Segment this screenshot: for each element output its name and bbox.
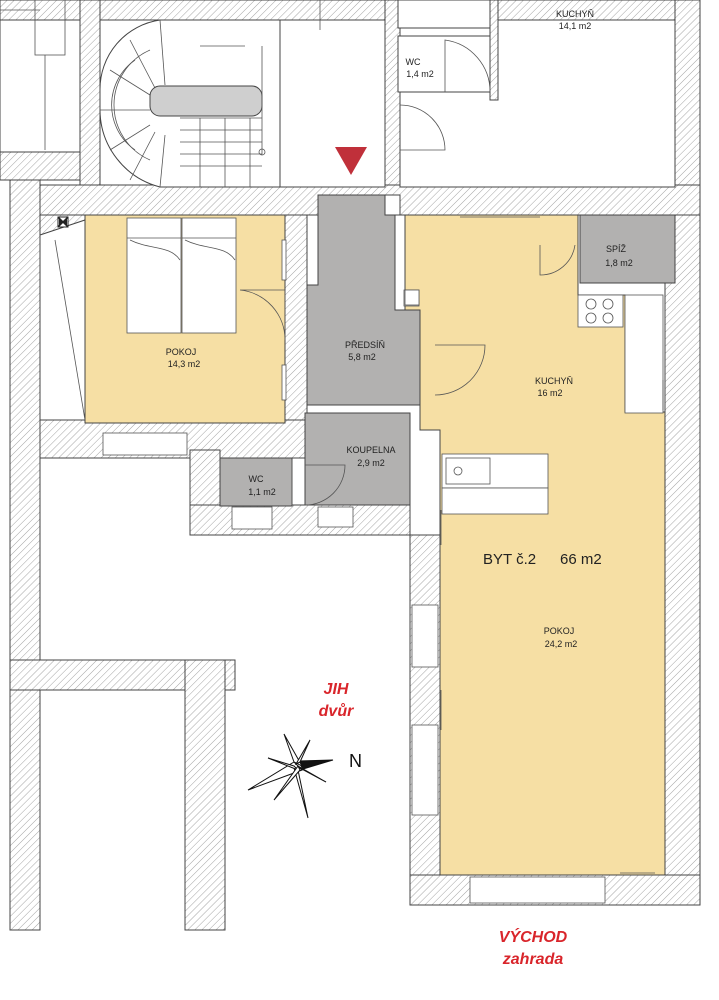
east-label: VÝCHOD (499, 927, 568, 946)
label-koupelna-name: KOUPELNA (346, 445, 395, 455)
label-wc-upper-name: WC (406, 57, 421, 67)
upper-wc (397, 35, 491, 93)
apartment-area: 66 m2 (560, 551, 602, 568)
living-rooms (39, 214, 666, 904)
label-pokoj-east-name: POKOJ (544, 626, 575, 636)
south-label: JIH (324, 681, 349, 698)
south-sublabel: dvůr (319, 703, 354, 720)
room-koupelna (304, 412, 411, 506)
label-spiz-area: 1,8 m2 (605, 258, 633, 268)
east-sublabel: zahrada (502, 951, 564, 968)
label-kuchyn-area: 16 m2 (537, 388, 562, 398)
entrance-arrow-icon (335, 147, 367, 175)
north-letter: N (349, 751, 362, 771)
label-kuchyn-upper-name: KUCHYŇ (556, 9, 594, 19)
label-wc-name: WC (249, 474, 264, 484)
label-predsin-area: 5,8 m2 (348, 352, 376, 362)
label-predsin-name: PŘEDSÍŇ (345, 340, 385, 350)
room-wc (219, 457, 293, 507)
label-kuchyn-name: KUCHYŇ (535, 376, 573, 386)
chimney-icon (57, 216, 69, 228)
label-pokoj-west-name: POKOJ (166, 347, 197, 357)
label-koupelna-area: 2,9 m2 (357, 458, 385, 468)
service-rooms (219, 194, 676, 530)
compass-star-icon (247, 733, 334, 819)
room-labels: KUCHYŇ 14,1 m2 WC 1,4 m2 POKOJ 14,3 m2 P… (166, 9, 633, 649)
label-spiz-name: SPÍŽ (606, 244, 627, 254)
label-pokoj-west-area: 14,3 m2 (168, 359, 201, 369)
room-predsin (306, 194, 421, 406)
room-spiz (579, 214, 676, 284)
label-kuchyn-upper-area: 14,1 m2 (559, 21, 592, 31)
label-wc-area: 1,1 m2 (248, 487, 276, 497)
landing (279, 19, 386, 188)
upper-rooms (0, 0, 676, 188)
apartment-name: BYT č.2 (483, 551, 536, 568)
label-wc-upper-area: 1,4 m2 (406, 69, 434, 79)
label-pokoj-east-area: 24,2 m2 (545, 639, 578, 649)
